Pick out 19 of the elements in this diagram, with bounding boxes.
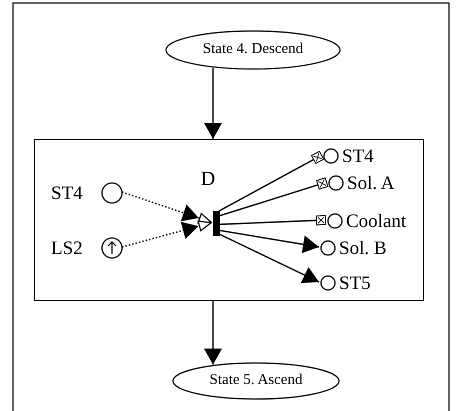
arrow [218, 233, 320, 284]
place-label: ST4 [342, 147, 374, 166]
place-label: Sol. A [347, 174, 395, 193]
state-label: State 5. Ascend [208, 373, 304, 388]
arrow [204, 301, 222, 365]
state-ellipse [172, 362, 340, 400]
state-ellipse [165, 30, 341, 70]
place-label: ST5 [339, 274, 371, 293]
transition-label: D [200, 169, 216, 189]
place-label: LS2 [51, 239, 83, 258]
place-label: Coolant [346, 212, 406, 231]
arrow [204, 68, 222, 139]
state-label: State 4. Descend [202, 42, 304, 57]
transition-panel [34, 139, 424, 301]
dotted-arrow [122, 220, 212, 248]
place-label: ST4 [51, 184, 83, 203]
place-label: Sol. B [339, 239, 387, 258]
arrow [218, 230, 320, 254]
dotted-arrow [122, 191, 212, 224]
